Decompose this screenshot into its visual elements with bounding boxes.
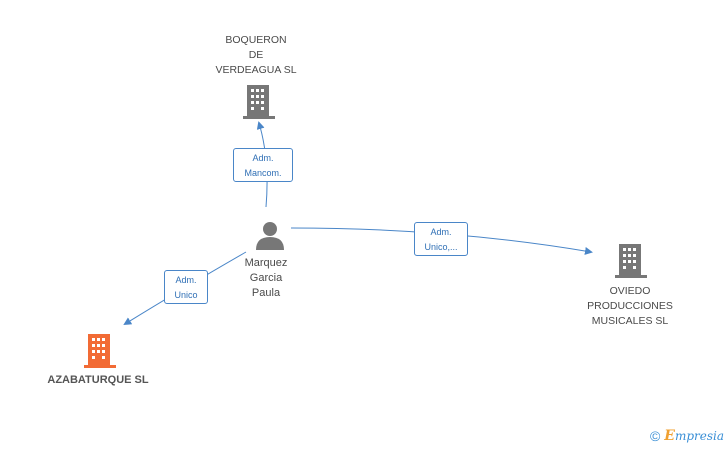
node-label-oviedo: OVIEDO PRODUCCIONES MUSICALES SL: [587, 285, 673, 327]
person-icon[interactable]: [254, 220, 286, 250]
node-label-azabaturque[interactable]: AZABATURQUE SL: [47, 374, 149, 386]
edge-label-adm-unico-etc: Adm. Unico,...: [414, 222, 468, 256]
footer-brand: © Empresia: [650, 428, 724, 444]
building-icon[interactable]: [243, 85, 275, 119]
building-icon-highlighted[interactable]: [84, 334, 116, 368]
node-label-boqueron: BOQUERON DE VERDEAGUA SL: [215, 34, 297, 76]
brand-name: mpresia: [674, 429, 724, 443]
node-label-person: Marquez Garcia Paula: [244, 257, 288, 299]
brand-initial: E: [664, 428, 675, 444]
edge-label-adm-mancom: Adm. Mancom.: [233, 148, 293, 182]
building-icon[interactable]: [615, 244, 647, 278]
copyright-icon: ©: [649, 428, 661, 444]
edge-label-adm-unico: Adm. Unico: [164, 270, 208, 304]
brand-logo[interactable]: Empresia: [664, 428, 724, 444]
